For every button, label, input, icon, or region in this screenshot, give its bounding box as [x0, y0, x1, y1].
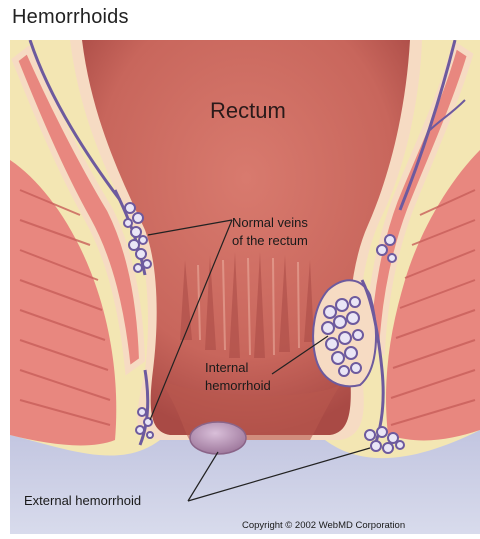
- label-internal-line1: Internal: [205, 360, 248, 375]
- page-title: Hemorrhoids: [12, 6, 129, 29]
- label-external-hemorrhoid: External hemorrhoid: [24, 493, 141, 508]
- label-normal-veins-line1: Normal veins: [232, 215, 308, 230]
- external-hemorrhoid-bulge: [190, 422, 246, 454]
- label-normal-veins-line2: of the rectum: [232, 233, 308, 248]
- label-rectum: Rectum: [210, 98, 286, 123]
- copyright-notice: Copyright © 2002 WebMD Corporation: [242, 520, 405, 531]
- label-internal-line2: hemorrhoid: [205, 378, 271, 393]
- anatomy-illustration: Rectum Normal veins of the rectum Intern…: [10, 40, 480, 534]
